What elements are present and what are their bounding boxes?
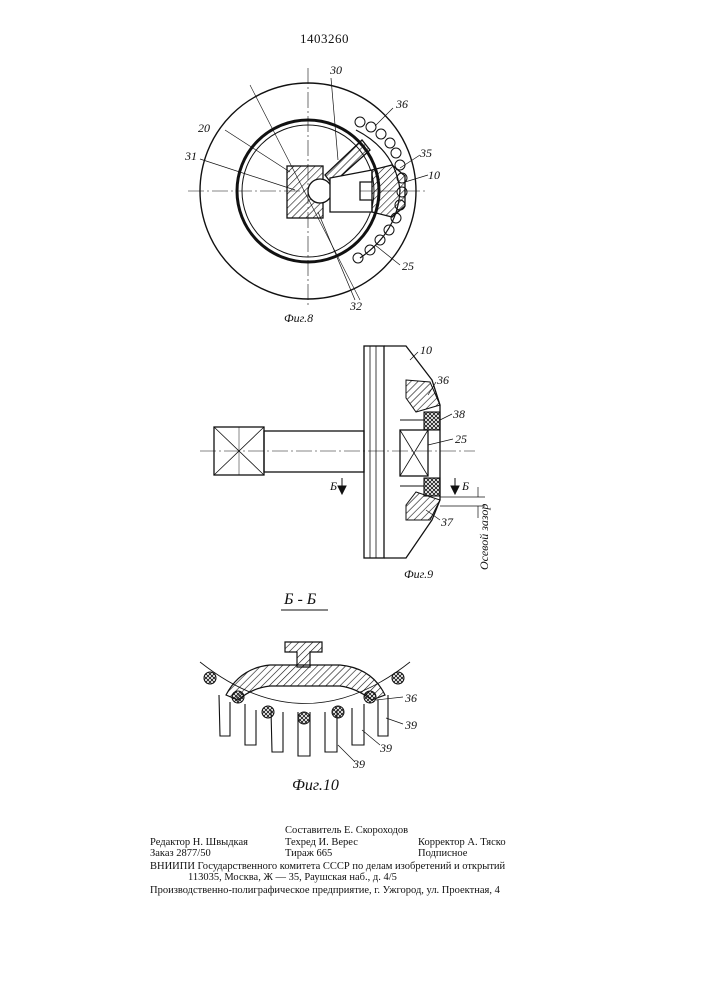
figure-10 bbox=[200, 642, 410, 762]
fig10-label-39-b: 39 bbox=[379, 741, 392, 755]
fig9-label-38: 38 bbox=[452, 407, 465, 421]
fig9-label-25: 25 bbox=[455, 432, 467, 446]
fig9-label-37: 37 bbox=[440, 515, 454, 529]
footer-printer: Производственно-полиграфическое предприя… bbox=[150, 886, 500, 897]
fig9-section-mark-right: Б bbox=[461, 479, 469, 493]
fig9-caption: Фиг.9 bbox=[404, 567, 433, 581]
footer-compiler: Составитель Е. Скороходов bbox=[285, 826, 408, 837]
footer-editor: Редактор Н. Швыдкая bbox=[150, 838, 248, 849]
fig9-label-10: 10 bbox=[420, 343, 432, 357]
fig8-label-30: 30 bbox=[329, 63, 342, 77]
pivot-hole bbox=[308, 179, 332, 203]
fig8-label-10: 10 bbox=[428, 168, 440, 182]
fig8-label-36: 36 bbox=[395, 97, 408, 111]
figure-8 bbox=[188, 68, 428, 305]
footer-order: Заказ 2877/50 bbox=[150, 849, 211, 860]
fig10-caption: Фиг.10 bbox=[292, 777, 339, 794]
fig8-label-31: 31 bbox=[184, 149, 197, 163]
fig8-caption: Фиг.8 bbox=[284, 311, 313, 325]
fig10-label-39-c: 39 bbox=[352, 757, 365, 771]
footer-circulation: Тираж 665 bbox=[285, 849, 332, 860]
fig8-label-35: 35 bbox=[419, 146, 432, 160]
footer-subscription: Подписное bbox=[418, 849, 467, 860]
fig9-section-mark-left: Б bbox=[329, 479, 337, 493]
footer-institute: ВНИИПИ Государственного комитета СССР по… bbox=[150, 862, 505, 873]
fig8-label-32: 32 bbox=[349, 299, 362, 313]
section-bb-title: Б - Б bbox=[283, 591, 317, 608]
fig10-label-36: 36 bbox=[404, 691, 417, 705]
fig10-label-39-a: 39 bbox=[404, 718, 417, 732]
footer-address: 113035, Москва, Ж — 35, Раушская наб., д… bbox=[188, 873, 397, 884]
footer-corrector: Корректор А. Тяско bbox=[418, 838, 506, 849]
fig9-label-36: 36 bbox=[436, 373, 449, 387]
fig8-label-25: 25 bbox=[402, 259, 414, 273]
axial-gap-label: Осевой зазор bbox=[477, 504, 491, 570]
fig8-label-20: 20 bbox=[198, 121, 210, 135]
footer-tech-editor: Техред И. Верес bbox=[285, 838, 358, 849]
